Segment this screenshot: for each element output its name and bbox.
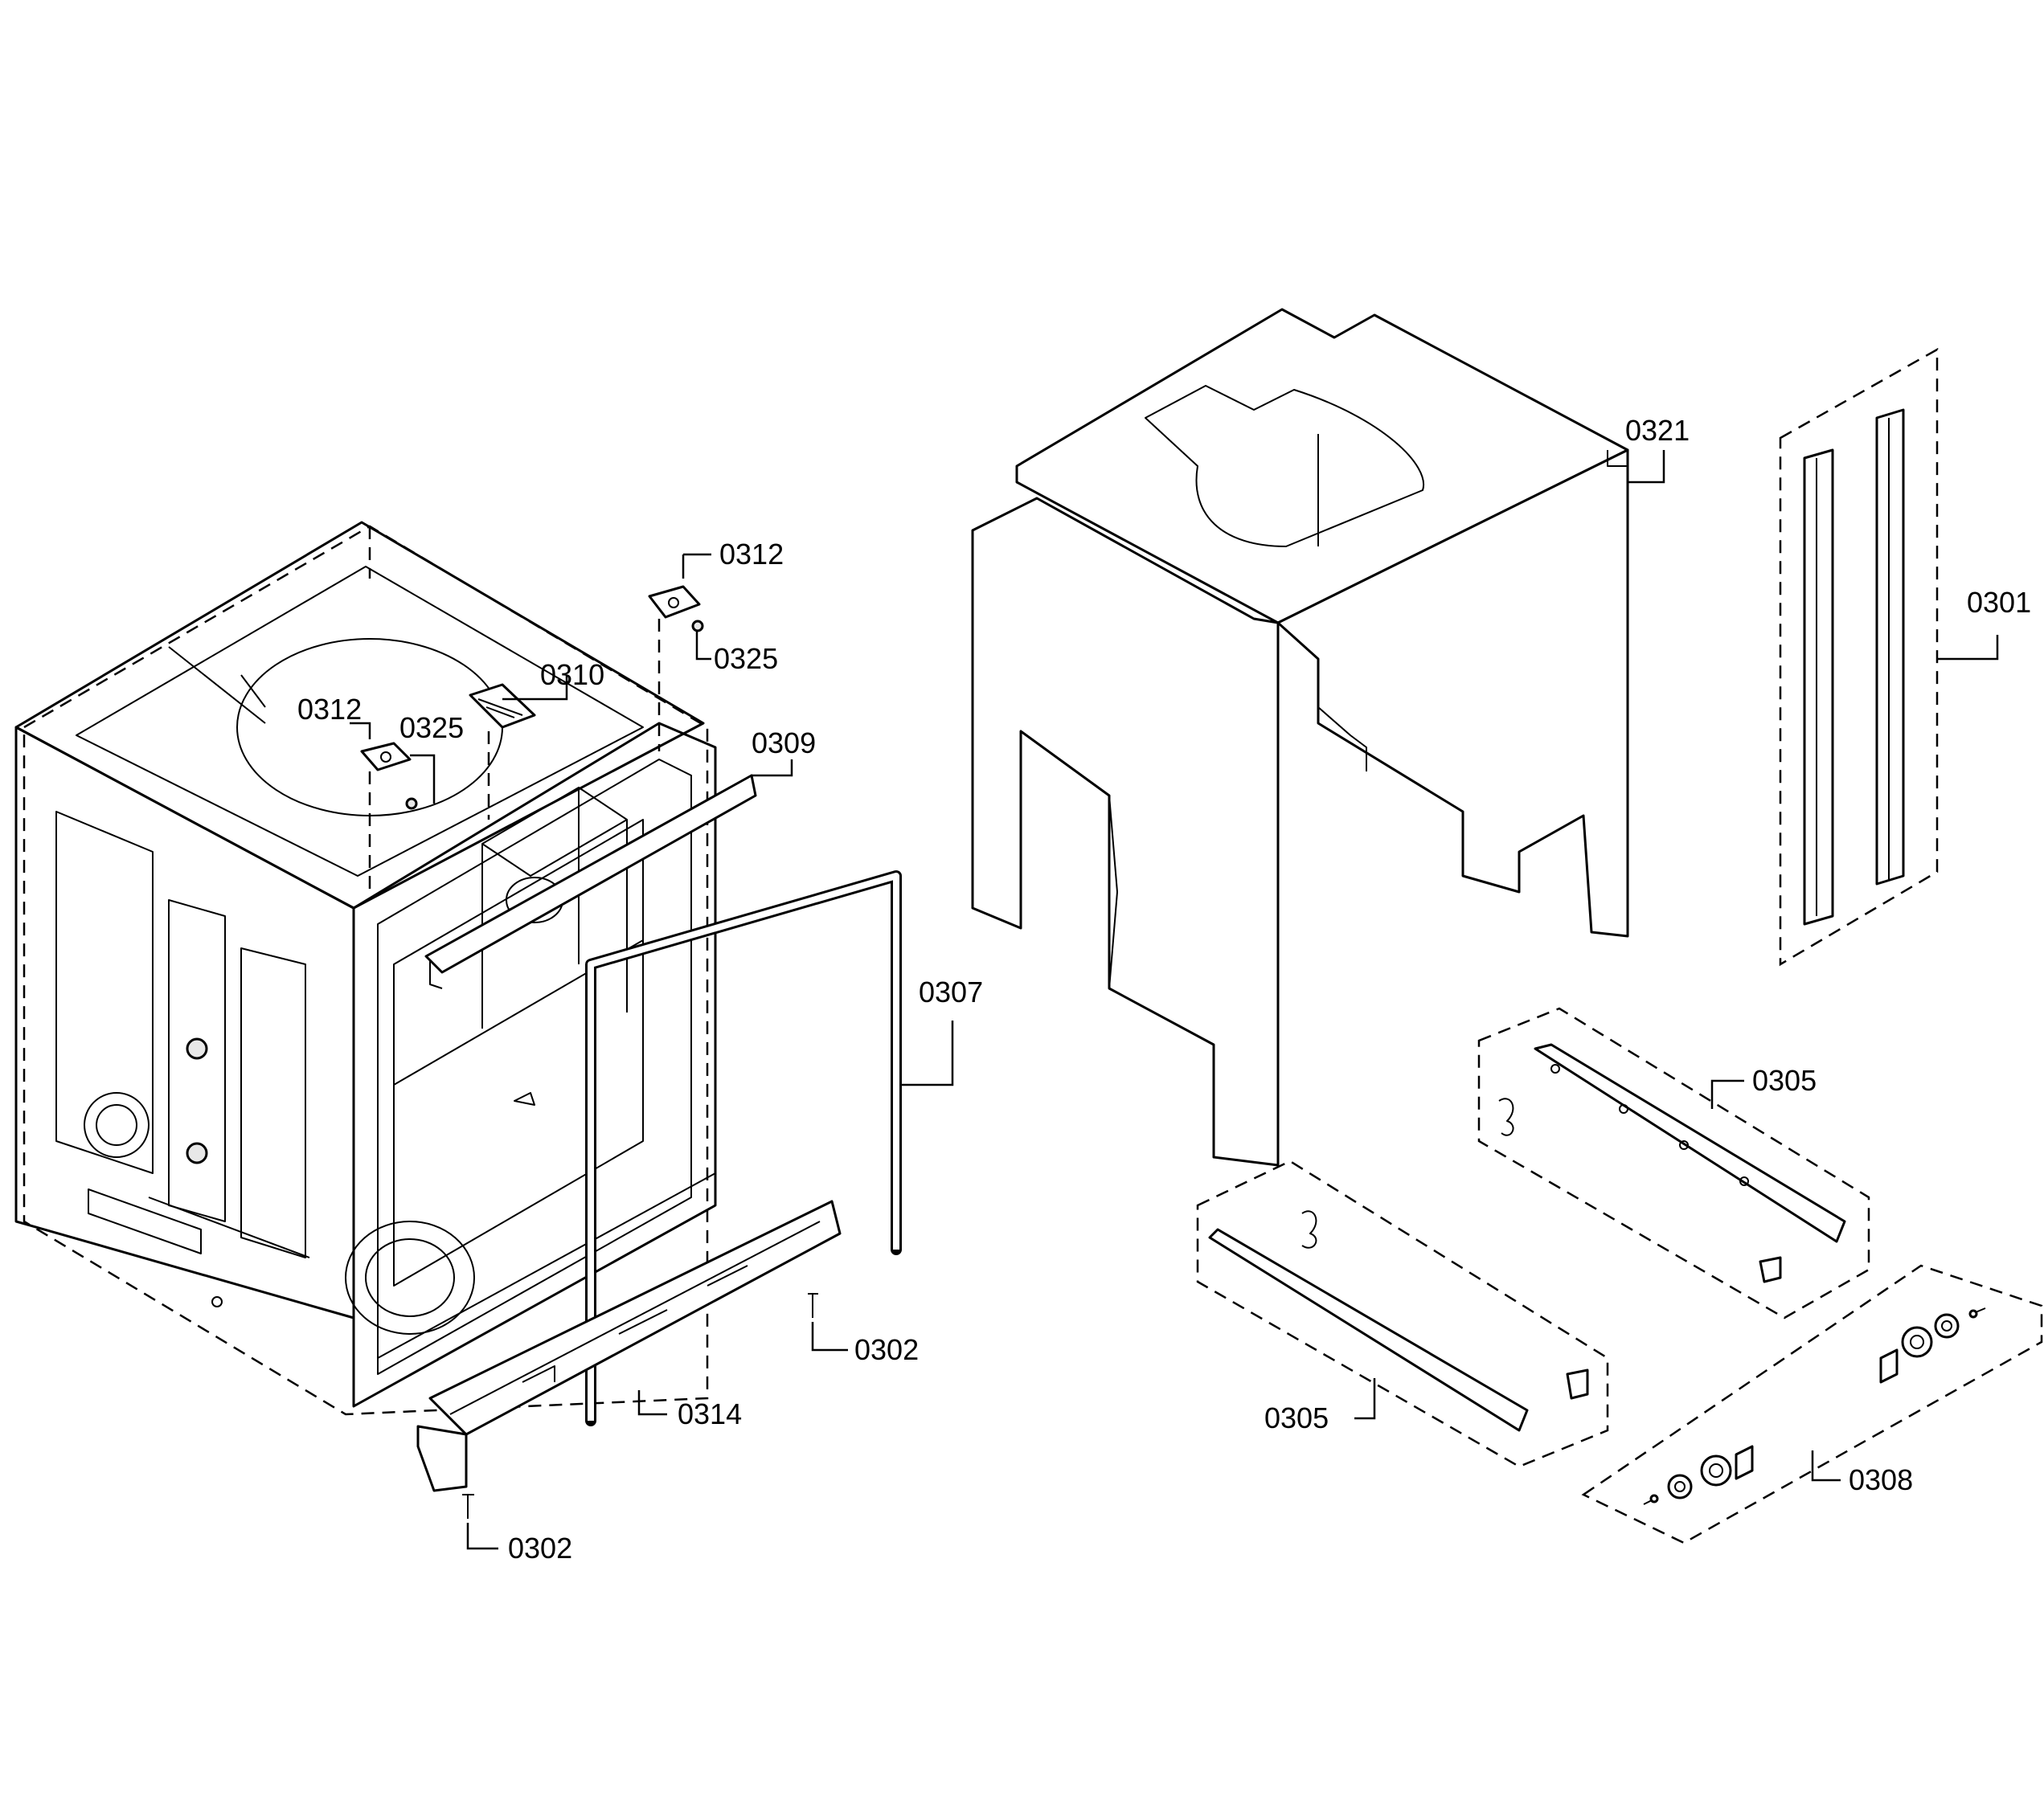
label-0309: 0309 [752, 726, 816, 759]
screw-0325-left [405, 797, 418, 810]
part-0307-gasket [585, 870, 902, 1426]
label-0312-right: 0312 [719, 538, 784, 571]
label-0321: 0321 [1625, 414, 1690, 447]
label-0310: 0310 [540, 658, 604, 691]
label-0325-left: 0325 [399, 711, 464, 744]
label-0325-right: 0325 [714, 642, 778, 675]
part-0312-hinge-right [648, 585, 701, 751]
callout-labels: 0312 0325 0310 0312 0325 0309 0307 0302 … [297, 414, 2031, 1565]
label-0302-left: 0302 [508, 1532, 572, 1565]
part-0309-rail [424, 774, 757, 989]
screw-0302-right [808, 1293, 818, 1318]
label-0302-right: 0302 [854, 1333, 919, 1366]
part-0301-side-trims [1779, 347, 1939, 967]
screw-0302-left [462, 1494, 474, 1519]
screw-0325-right [691, 620, 704, 632]
label-0312-left: 0312 [297, 693, 362, 726]
part-0308-roller-kit [1581, 1264, 2043, 1544]
label-0301: 0301 [1967, 586, 2031, 619]
label-0305-lower: 0305 [1264, 1401, 1329, 1434]
label-0305-upper: 0305 [1752, 1064, 1817, 1097]
tub-assembly [14, 521, 717, 1416]
part-0305-rail-lower [1196, 1160, 1609, 1468]
part-0321-insulation [971, 308, 1629, 1167]
part-0310-hinge [469, 683, 536, 820]
label-0308: 0308 [1849, 1463, 1913, 1496]
label-0314: 0314 [678, 1397, 742, 1430]
label-0307: 0307 [919, 976, 983, 1008]
part-0314-bracket [416, 1200, 842, 1492]
part-0305-rail-upper [1477, 1007, 1870, 1319]
part-0312-hinge-left [360, 742, 412, 892]
leader-lines [350, 450, 1999, 1550]
